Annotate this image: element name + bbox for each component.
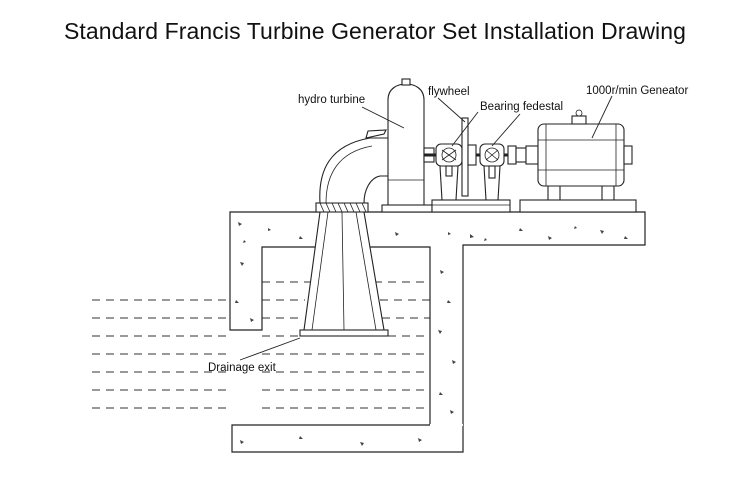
- bearing-pedestal-1: [435, 143, 463, 201]
- label-drainage-exit: Drainage exit: [208, 362, 277, 374]
- generator-base: [519, 199, 637, 213]
- generator: [525, 109, 633, 201]
- inlet-cap: [365, 129, 387, 139]
- label-flywheel: flywheel: [428, 86, 470, 98]
- bearing-pedestal-2: [479, 143, 505, 201]
- spiral-case: [319, 137, 391, 204]
- turbine-top-nozzle: [401, 78, 411, 86]
- label-generator: 1000r/min Geneator: [586, 85, 688, 97]
- label-bearing-pedestal: Bearing fedestal: [480, 101, 563, 113]
- water-body: [92, 281, 430, 409]
- hydro-turbine-body: [387, 83, 425, 206]
- label-hydro-turbine: hydro turbine: [298, 94, 365, 106]
- concrete-texture: [235, 222, 628, 446]
- leader-lines: [239, 95, 613, 361]
- drawing-title: Standard Francis Turbine Generator Set I…: [63, 18, 687, 44]
- drainage-flange: [299, 329, 389, 337]
- pit-floor: [231, 424, 464, 453]
- turbine-foot: [381, 204, 433, 213]
- pedestal-base: [431, 199, 511, 213]
- coupling: [507, 145, 517, 165]
